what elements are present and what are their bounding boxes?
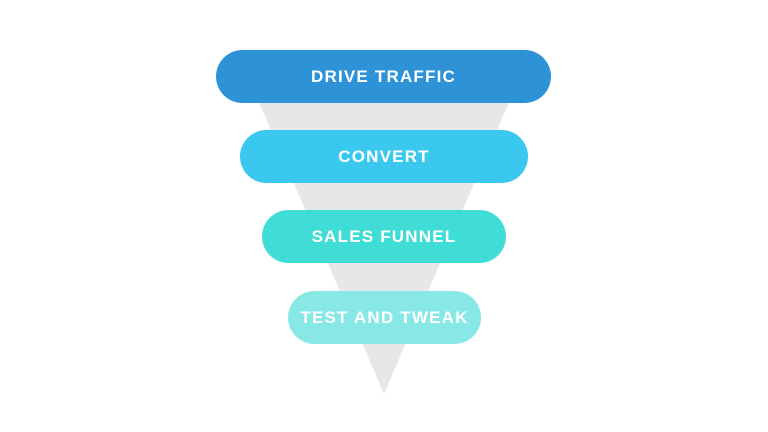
stage-label: TEST AND TWEAK [300, 307, 469, 327]
stage-label: DRIVE TRAFFIC [311, 66, 456, 86]
funnel-stage-test-and-tweak: TEST AND TWEAK [288, 291, 481, 344]
stage-label: CONVERT [338, 146, 430, 166]
funnel-stage-sales-funnel: SALES FUNNEL [262, 210, 506, 263]
funnel-stage-convert: CONVERT [240, 130, 528, 183]
stage-label: SALES FUNNEL [311, 226, 457, 246]
funnel-stage-drive-traffic: DRIVE TRAFFIC [216, 50, 551, 103]
